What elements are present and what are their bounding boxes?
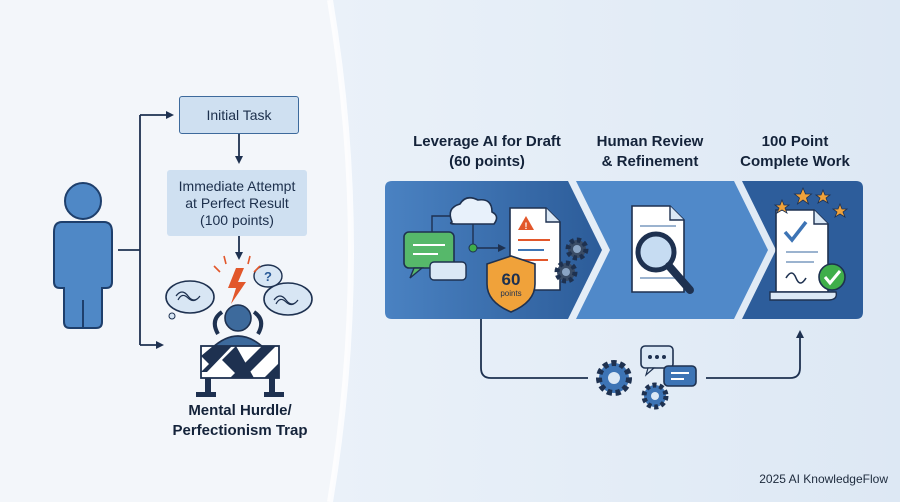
gear-icon: [554, 237, 589, 284]
lightning-icon: [213, 255, 261, 304]
stage-2-label: Human Review & Refinement: [585, 132, 715, 172]
trap-line-2: Perfectionism Trap: [172, 422, 308, 439]
stage-2-line-2: & Refinement: [601, 153, 699, 170]
question-cloud-icon: ?: [253, 264, 283, 288]
stage-1-line-1: Leverage AI for Draft: [413, 133, 561, 150]
left-connectors: [118, 111, 243, 349]
stage-3-line-1: 100 Point: [761, 133, 829, 150]
attempt-line-1: Immediate Attempt: [178, 177, 296, 194]
stressed-person-icon: ?: [165, 255, 313, 355]
thought-cloud-left-icon: [165, 280, 215, 320]
svg-text:!: !: [525, 221, 528, 231]
initial-task-box: Initial Task: [179, 96, 299, 134]
badge-number: 60: [502, 270, 521, 289]
completed-document-icon: [769, 209, 846, 301]
thought-cloud-right-icon: [263, 282, 313, 316]
perfectionism-trap-label: Mental Hurdle/ Perfectionism Trap: [150, 401, 330, 441]
watermark: 2025 AI KnowledgeFlow: [759, 472, 888, 486]
attempt-line-2: at Perfect Result: [185, 194, 289, 211]
points-badge-icon: 60 points: [486, 255, 536, 313]
magnifier-document-icon: [631, 205, 694, 294]
node-dot-icon: [468, 243, 478, 253]
feedback-loop-arrow: [480, 319, 804, 379]
chat-bubbles-icon: [403, 231, 467, 281]
trap-line-1: Mental Hurdle/: [188, 402, 292, 419]
loop-chat-icon: [640, 345, 697, 387]
immediate-attempt-box: Immediate Attempt at Perfect Result (100…: [167, 170, 307, 236]
stars-icon: [773, 186, 849, 218]
barrier-icon: [196, 345, 284, 397]
loop-gears-icon: [596, 360, 669, 410]
initial-task-label: Initial Task: [206, 106, 272, 123]
stage-3-line-2: Complete Work: [740, 153, 850, 170]
stage-2-line-1: Human Review: [596, 133, 704, 150]
cloud-icon: [449, 196, 498, 225]
svg-text:?: ?: [264, 269, 272, 284]
stage-3-label: 100 Point Complete Work: [720, 132, 870, 172]
person-icon: [53, 182, 113, 329]
attempt-line-3: (100 points): [200, 211, 274, 228]
stage-1-label: Leverage AI for Draft (60 points): [392, 132, 582, 172]
badge-unit: points: [500, 289, 521, 298]
stage-1-line-2: (60 points): [449, 153, 525, 170]
